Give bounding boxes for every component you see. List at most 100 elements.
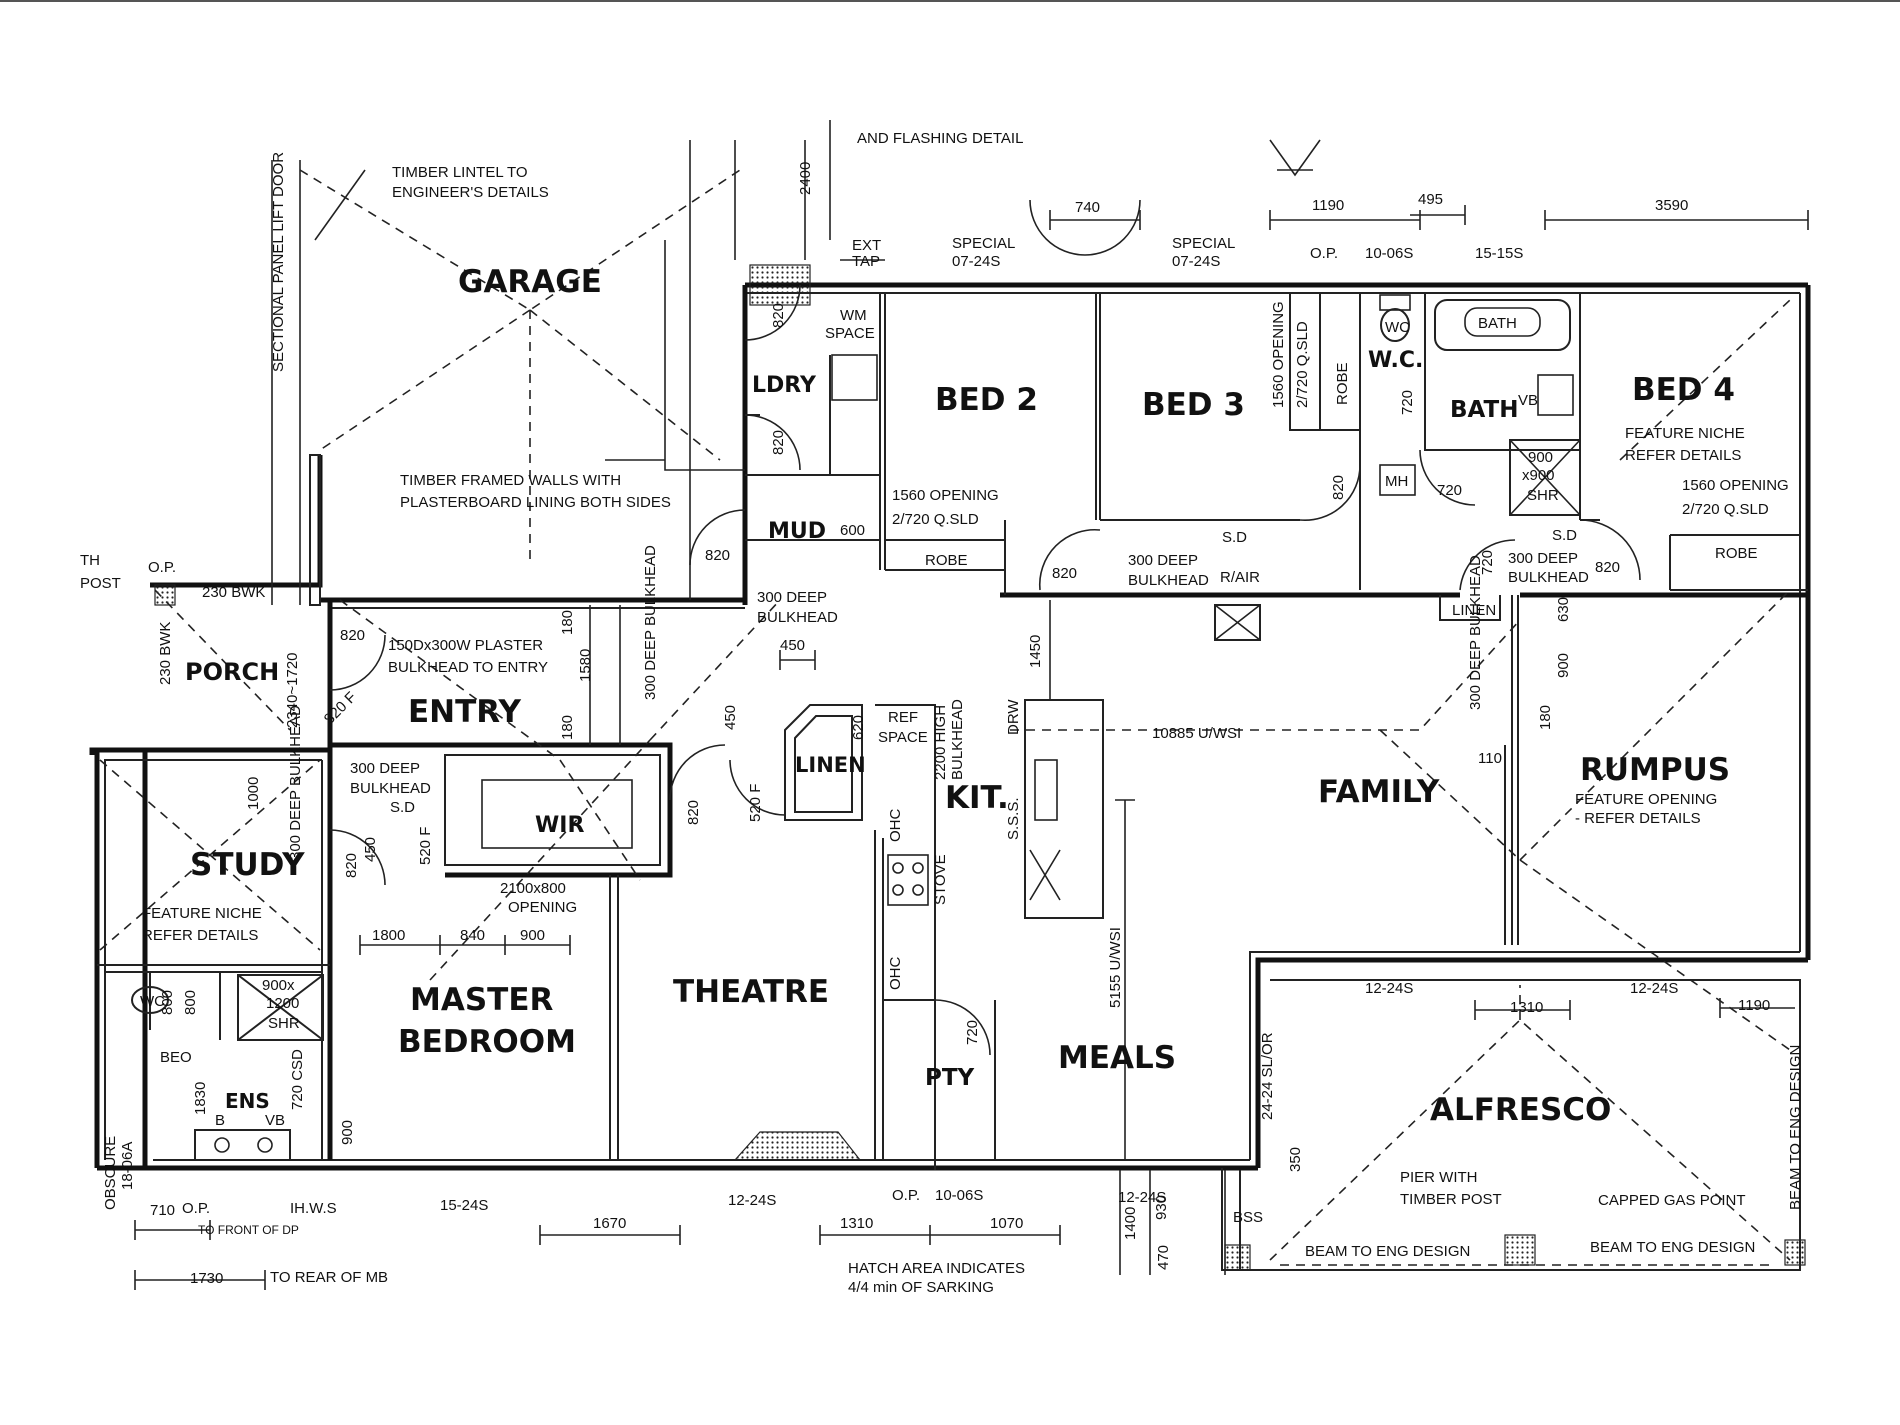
- note-timber-walls-2: PLASTERBOARD LINING BOTH SIDES: [400, 494, 671, 511]
- note-robe-3: ROBE: [1715, 545, 1758, 562]
- dim-450-b: 450: [722, 705, 739, 730]
- dim-1580: 1580: [577, 649, 594, 682]
- note-hatch-2: 4/4 min OF SARKING: [848, 1279, 994, 1296]
- dim-350: 350: [1287, 1147, 1304, 1172]
- note-sectional-door: SECTIONAL PANEL LIFT DOOR: [270, 152, 287, 372]
- note-rair: R/AIR: [1220, 569, 1260, 586]
- note-lintel-1: TIMBER LINTEL TO: [392, 164, 528, 181]
- dim-110: 110: [1478, 750, 1502, 767]
- note-fo-2: - REFER DETAILS: [1575, 810, 1701, 827]
- note-1515: 15-15S: [1475, 245, 1523, 262]
- note-5155: 5155 U/WSI: [1107, 927, 1124, 1008]
- dim-820-study: 820: [343, 853, 360, 878]
- note-shr-ens-3: SHR: [268, 1015, 300, 1032]
- dim-2400: 2400: [797, 162, 814, 195]
- room-kit: KIT.: [945, 780, 1009, 816]
- note-1524: 15-24S: [440, 1197, 488, 1214]
- note-qsld-b: 2/720 Q.SLD: [1682, 501, 1769, 518]
- dim-820-mud2: 820: [705, 547, 730, 564]
- note-refer-1: REFER DETAILS: [1625, 447, 1741, 464]
- note-special-1b: 07-24S: [952, 253, 1000, 270]
- note-pier-2: TIMBER POST: [1400, 1191, 1502, 1208]
- dim-470: 470: [1155, 1245, 1172, 1270]
- room-entry: ENTRY: [408, 694, 521, 730]
- room-bath: BATH: [1450, 397, 1518, 423]
- dim-720-bath: 720: [1437, 482, 1462, 499]
- dim-820-hall: 820: [1052, 565, 1077, 582]
- note-ext-2: TAP: [852, 253, 880, 270]
- note-timber-walls-1: TIMBER FRAMED WALLS WITH: [400, 472, 621, 489]
- note-wm-2: SPACE: [825, 325, 875, 342]
- dim-1450: 1450: [1027, 635, 1044, 668]
- note-opening-word: OPENING: [508, 899, 577, 916]
- note-hatch-1: HATCH AREA INDICATES: [848, 1260, 1025, 1277]
- note-wm-1: WM: [840, 307, 867, 324]
- dim-495: 495: [1418, 191, 1443, 208]
- dim-1830: 1830: [192, 1082, 209, 1115]
- note-ext-1: EXT: [852, 237, 881, 254]
- note-bwk-230: 230 BWK: [202, 584, 265, 601]
- note-top-partial: AND FLASHING DETAIL: [857, 130, 1023, 147]
- note-opening-b: 1560 OPENING: [1682, 477, 1789, 494]
- note-op-porch: O.P.: [148, 559, 176, 576]
- note-robe-2: ROBE: [1334, 362, 1351, 405]
- dim-720-wc: 720: [1399, 390, 1416, 415]
- note-gas: CAPPED GAS POINT: [1598, 1192, 1746, 1209]
- room-wc: W.C.: [1368, 348, 1423, 373]
- dimension-labels: 2400 740 1190 495 3590 820 820 820 600 7…: [150, 162, 1770, 1287]
- room-ldry: LDRY: [752, 373, 817, 398]
- room-master-line2: BEDROOM: [398, 1024, 576, 1060]
- room-master-line1: MASTER: [410, 982, 553, 1018]
- dim-2340: 2340~1720: [284, 653, 301, 729]
- note-2100: 2100x800: [500, 880, 566, 897]
- note-niche-1: FEATURE NICHE: [1625, 425, 1745, 442]
- note-qsld-v: 2/720 Q.SLD: [1294, 321, 1311, 408]
- dim-820-porch: 820 F: [321, 689, 360, 728]
- dim-1730: 1730: [190, 1270, 223, 1287]
- dim-800-b: 800: [182, 990, 199, 1015]
- note-1006-top: 10-06S: [1365, 245, 1413, 262]
- note-sss: S.S.S.: [1005, 797, 1022, 840]
- dim-710: 710: [150, 1202, 175, 1219]
- dim-820-ldry: 820: [770, 303, 787, 328]
- note-bwk-230-v: 230 BWK: [157, 622, 174, 685]
- room-linen: LINEN: [795, 753, 866, 777]
- dim-820-bed4: 820: [1595, 559, 1620, 576]
- dim-1190-top: 1190: [1312, 197, 1344, 214]
- note-ref-1: REF: [888, 709, 918, 726]
- dim-800-a: 800: [159, 990, 176, 1015]
- dim-1310: 1310: [1510, 999, 1543, 1016]
- room-bed2: BED 2: [935, 382, 1038, 418]
- dim-1000: 1000: [245, 777, 262, 810]
- dim-820-wir: 820: [685, 800, 702, 825]
- dim-720-linen: 720: [1479, 550, 1496, 575]
- roof-lines: [99, 169, 1791, 1266]
- note-bulk-b1: 300 DEEP: [1508, 550, 1578, 567]
- note-shr-ens-2: 1200: [266, 995, 299, 1012]
- note-bath-tub: BATH: [1478, 315, 1517, 332]
- note-beam-1: BEAM TO ENG DESIGN: [1305, 1243, 1470, 1260]
- note-obscure-2: 18-06A: [119, 1142, 136, 1190]
- note-1224-d: 12-24S: [1118, 1189, 1166, 1206]
- note-1224-b: 12-24S: [1630, 980, 1678, 997]
- room-ens: ENS: [225, 1089, 270, 1113]
- dim-450-study: 450: [362, 837, 379, 862]
- note-high-2: BULKHEAD: [949, 699, 966, 780]
- room-garage: GARAGE: [458, 264, 602, 300]
- note-opening-a: 1560 OPENING: [892, 487, 999, 504]
- note-beo: BEO: [160, 1049, 192, 1066]
- note-bulk-d2: BULKHEAD: [350, 780, 431, 797]
- note-op-b2: O.P.: [892, 1187, 920, 1204]
- dim-820-bed3: 820: [1330, 475, 1347, 500]
- note-obscure-1: OBSCURE: [102, 1136, 119, 1210]
- note-drw: DRW: [1005, 699, 1022, 735]
- note-opening-v: 1560 OPENING: [1270, 301, 1287, 408]
- note-ohc-2: OHC: [887, 957, 904, 991]
- dim-180-r: 180: [1537, 705, 1554, 730]
- note-special-2b: 07-24S: [1172, 253, 1220, 270]
- note-lintel-2: ENGINEER'S DETAILS: [392, 184, 549, 201]
- room-labels: GARAGE LDRY BED 2 BED 3 W.C. BATH BED 4 …: [185, 264, 1735, 1128]
- note-pier-1: PIER WITH: [1400, 1169, 1478, 1186]
- note-bulk-f: 300 DEEP BULKHEAD: [642, 545, 659, 700]
- dim-930: 930: [1153, 1195, 1170, 1220]
